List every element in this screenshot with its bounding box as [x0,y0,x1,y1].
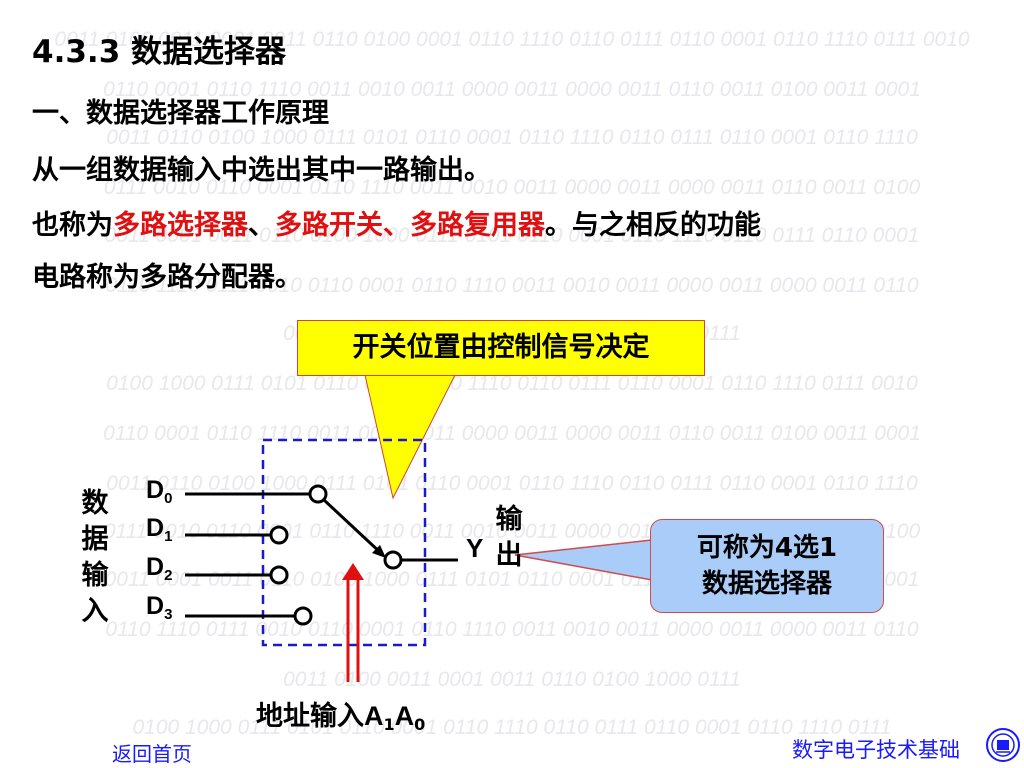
output-label: Y [466,533,484,563]
control-callout: 开关位置由控制信号决定 [297,320,705,376]
data-input-side-label: 数 据 输 入 [80,486,110,630]
body-text: 、 [248,210,275,241]
section-heading: 一、数据选择器工作原理 [32,98,329,129]
address-a1-sub: 1 [383,715,395,734]
binary-row: 0011 0001 0011 0110 0100 1000 0111 0101 … [104,224,920,247]
binary-row: 0100 1000 0111 0101 0110 0001 0110 1110 … [106,372,918,395]
slide-title: 4.3.3 数据选择器 [32,34,287,70]
binary-row: 0110 0001 0110 1110 0011 0010 0011 0000 … [103,422,921,445]
binary-row: 0100 1000 0111 0101 0110 0001 0110 1110 … [132,716,892,739]
address-a0: A [394,701,415,731]
binary-row: 0111 0010 0110 0001 0110 1110 0011 0010 … [103,176,921,199]
emphasis-term: 多路开关、多路复用器 [275,210,545,241]
input-label-d0: D0 [146,476,172,507]
address-text: 地址输入 [256,701,364,732]
label-subscript: 3 [164,606,173,623]
label-letter: D [146,592,165,620]
input-label-d3: D3 [146,592,172,623]
label-letter: D [146,553,165,581]
address-a0-sub: 0 [414,715,426,734]
label-subscript: 2 [164,567,173,584]
label-char: 据 [81,524,109,555]
binary-row: 0110 0001 0110 1110 0011 0010 0011 0000 … [103,78,921,101]
label-subscript: 1 [164,528,173,545]
label-letter: D [146,514,165,542]
callout-line: 可称为4选1 [696,533,838,563]
output-side-label: 输 出 [494,502,524,574]
binary-row: 0110 1110 0111 0010 0110 0001 0110 1110 … [105,274,919,297]
label-letter: D [146,476,165,504]
input-label-d2: D2 [146,553,172,584]
binary-row: 0011 0100 0011 0001 0011 0110 0100 1000 … [283,668,741,691]
binary-row: 0011 0110 0100 1000 0111 0101 0110 0001 … [106,126,918,149]
label-char: 输 [495,504,523,535]
label-char: 输 [81,560,109,591]
body-line-3: 电路称为多路分配器。 [32,262,302,293]
body-line-1: 从一组数据输入中选出其中一路输出。 [32,155,491,186]
binary-row: 0011 0100 0011 0001 0011 0110 0100 0001 … [54,28,970,51]
address-a1: A [364,701,384,731]
name-callout: 可称为4选1 数据选择器 [650,519,884,613]
label-subscript: 0 [164,490,173,507]
address-input-label: 地址输入A1A0 [256,694,425,734]
emphasis-term: 多路选择器 [113,210,248,241]
callout-line: 数据选择器 [701,569,832,599]
back-home-link[interactable]: 返回首页 [112,742,192,766]
course-name: 数字电子技术基础 [792,738,960,762]
body-line-2: 也称为多路选择器、多路开关、多路复用器。与之相反的功能 [32,203,761,242]
label-char: 数 [81,488,109,519]
university-logo-icon [986,728,1020,762]
body-text: 。与之相反的功能 [545,210,761,241]
input-label-d1: D1 [146,514,172,545]
body-text: 也称为 [32,210,113,241]
label-char: 入 [81,596,109,627]
label-char: 出 [495,540,523,571]
